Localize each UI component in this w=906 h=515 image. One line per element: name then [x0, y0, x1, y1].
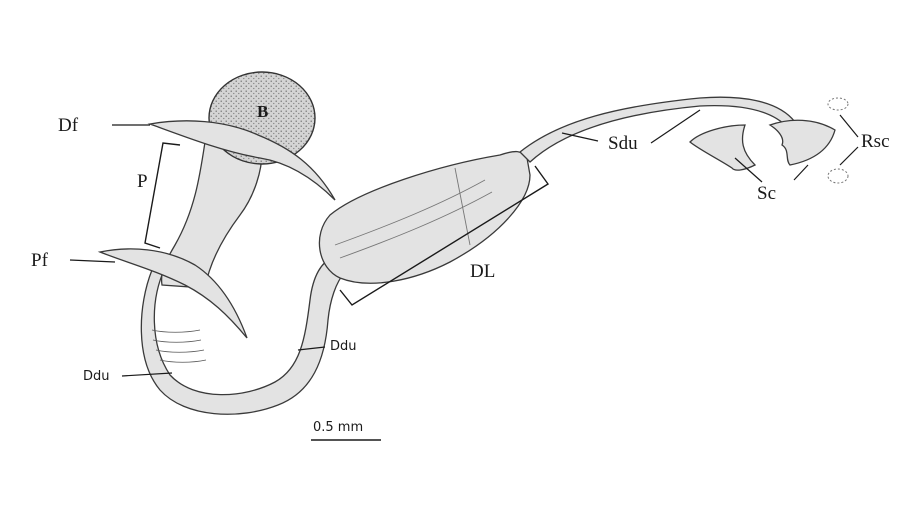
sdu-leader-2 [651, 110, 700, 143]
rsc-leader-lower [840, 147, 858, 165]
label-sdu: Sdu [608, 134, 638, 153]
scale-bar-label: 0.5 mm [313, 421, 363, 434]
label-df: Df [58, 116, 78, 135]
proximal-flagellum [100, 249, 247, 338]
dart-gland-lobe [319, 152, 530, 284]
label-rsc: Rsc [861, 132, 890, 151]
label-dl: DL [470, 262, 495, 281]
rudimentary-sac-upper [828, 98, 848, 110]
stylophore-left [690, 125, 755, 170]
label-b: B [257, 103, 268, 120]
slender-duct-sdu [520, 97, 795, 162]
label-ddu-upper: Ddu [330, 340, 357, 353]
stylophore-right [770, 120, 835, 165]
rudimentary-sac-lower [828, 169, 848, 183]
rsc-leader-upper [840, 115, 858, 137]
label-p: P [137, 172, 148, 191]
pf-leader [70, 260, 115, 262]
p-bracket [145, 143, 180, 248]
label-pf: Pf [31, 251, 48, 270]
label-sc: Sc [757, 184, 776, 203]
sc-leader-right [794, 165, 808, 180]
label-ddu-lower: Ddu [83, 370, 110, 383]
